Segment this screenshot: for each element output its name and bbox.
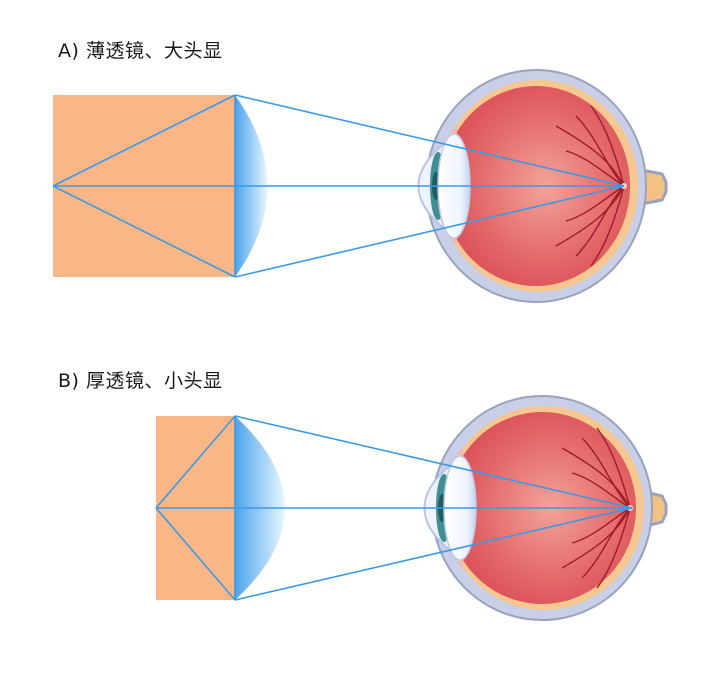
blood-vessels	[555, 105, 625, 267]
panel-a	[52, 69, 668, 303]
rays-a	[52, 94, 625, 278]
panel-b	[155, 395, 668, 621]
rays-b	[155, 415, 633, 601]
blood-vessels	[561, 427, 631, 589]
panel-b-label: B) 厚透镜、小头显	[58, 370, 223, 392]
panel-a-label: A) 薄透镜、大头显	[58, 40, 223, 62]
